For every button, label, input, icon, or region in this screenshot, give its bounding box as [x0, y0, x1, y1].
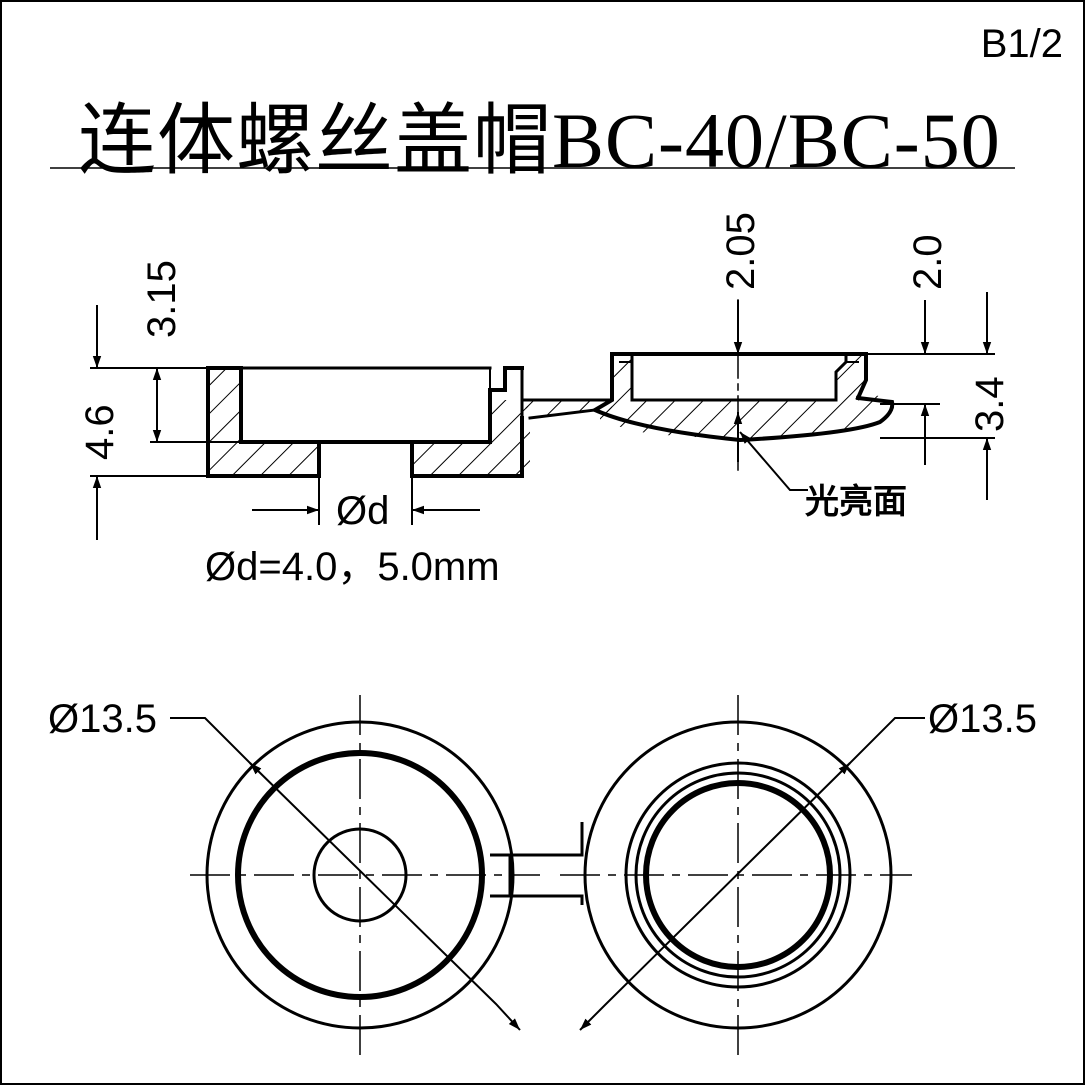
polished-surface-note: 光亮面	[805, 482, 907, 522]
right-diameter-label: Ø13.5	[928, 697, 1037, 741]
dim-2-0-label: 2.0	[906, 234, 950, 290]
plan-centerlines	[190, 695, 912, 1055]
hole-diameter-label: Ød	[336, 489, 389, 533]
section-dimensions	[90, 292, 995, 540]
section-view	[206, 299, 895, 478]
dim-2-05-label: 2.05	[719, 212, 763, 290]
left-diameter-label: Ø13.5	[48, 697, 157, 741]
hinge-strap-section	[520, 398, 614, 420]
left-cap-section	[206, 366, 530, 478]
hole-diameter-note: Ød=4.0，5.0mm	[205, 545, 500, 589]
right-cap-section	[590, 352, 895, 443]
hinge-strap-plan	[490, 822, 584, 905]
plan-view	[170, 695, 925, 1055]
sheet-number: B1/2	[980, 22, 1063, 66]
dim-4-6-label: 4.6	[78, 404, 122, 460]
dim-3-4-label: 3.4	[968, 376, 1012, 432]
dim-3-15-label: 3.15	[140, 260, 184, 338]
drawing-title: 连体螺丝盖帽BC-40/BC-50	[78, 97, 1001, 184]
